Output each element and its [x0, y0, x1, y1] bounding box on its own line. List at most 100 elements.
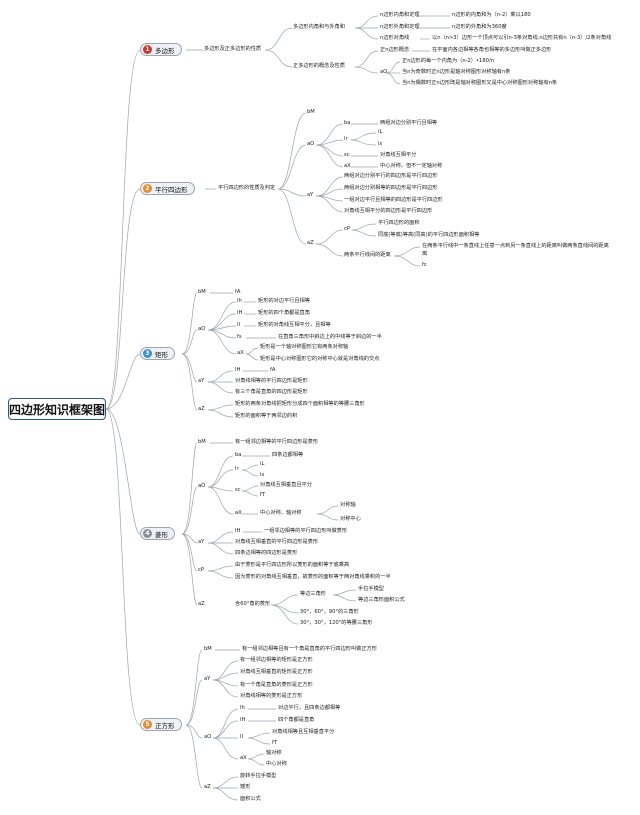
node: 矩形的两条对角线把矩形分成四个面积相等的等腰三角形 — [235, 401, 365, 407]
node: bM — [198, 439, 206, 445]
node: 轴对称 — [266, 750, 282, 756]
node: n边形内角和定理 — [380, 12, 420, 18]
node: ba — [344, 120, 351, 126]
node: 中心对称，但不一定轴对称 — [380, 163, 443, 169]
node: sc — [344, 152, 350, 158]
node: 中心对称 — [266, 761, 287, 767]
node: 两组对边分别平行的四边形是平行四边形 — [344, 173, 438, 179]
node: bM — [204, 646, 212, 652]
node: 正多边形的概念及性质 — [293, 63, 345, 69]
node: aO — [198, 483, 206, 489]
node: lI — [237, 322, 240, 328]
node: aO — [204, 734, 212, 740]
node: lH — [237, 310, 243, 316]
node: aO — [307, 141, 315, 147]
node: 矩形的对角线互相平分，且相等 — [258, 322, 331, 328]
node: 正n边形的每一个内角为（n-2）•180/n — [402, 58, 494, 64]
node: 对边平行，且四条边都相等 — [278, 705, 341, 711]
node: ba — [235, 452, 242, 458]
node: 两组对边分别相等的四边形是平行四边形 — [344, 185, 438, 191]
node: 有一组邻边相等的平行四边形是菱形 — [235, 439, 319, 445]
node: aO — [198, 326, 206, 332]
node: 矩形的面积等于两邻边的积 — [235, 413, 298, 419]
node: lH — [235, 528, 241, 534]
node: fT — [272, 740, 277, 746]
node: 矩形的对边平行且相等 — [258, 298, 310, 304]
node: 矩形是一个轴对称图形它有两条对称轴 — [260, 344, 349, 350]
node: 四条边相等的四边形是菱形 — [235, 550, 298, 556]
node: 对称中心 — [340, 516, 361, 522]
node: fs — [237, 334, 242, 340]
root-title: 四边形知识框架图 — [9, 402, 106, 417]
node: 因为菱形的对角线互相垂直，故菱形的面积等于两对角线乘积的一半 — [235, 574, 391, 580]
node: 对角线相等的菱形是正方形 — [240, 693, 303, 699]
node: 中心对称，轴对称 — [260, 510, 302, 516]
node: 多边形内角和与外角和 — [293, 24, 345, 30]
node: 一组邻边相等的平行四边形叫做菱形 — [264, 528, 348, 534]
node: 对角线互相垂直的平行四边形是菱形 — [235, 539, 319, 545]
root-node[interactable]: 四边形知识框架图 — [8, 398, 106, 420]
topic-label: 矩形 — [155, 350, 168, 359]
node: aX — [237, 350, 244, 356]
node: iL — [260, 461, 265, 467]
node: lr — [235, 466, 239, 472]
node: 对角线互相垂直的矩形是正方形 — [240, 669, 313, 675]
node: 四个角都是直角 — [278, 717, 315, 723]
node: 对角线相等且互相垂直平分 — [272, 729, 335, 735]
node: aY — [204, 676, 211, 682]
node: 旋转手拉手模型 — [240, 773, 277, 779]
node: 面积公式 — [240, 796, 261, 802]
node: aX — [240, 755, 247, 761]
node: lh — [240, 705, 245, 711]
node: 多边形及正多边形的性质 — [204, 46, 262, 52]
badge-5: 5 — [143, 720, 152, 729]
node: aX — [235, 510, 242, 516]
node: 由于菱形是平行四边形所以菱形的面积等于底乘高 — [235, 562, 350, 568]
node: 30°，30°，120°的等腰三角形 — [300, 620, 373, 626]
node: 当n为奇数时正n边形是轴对称图形对称轴有n条 — [402, 69, 511, 75]
node: lh — [237, 298, 242, 304]
topic-label: 平行四边形 — [155, 185, 188, 194]
topic-label: 正方形 — [155, 721, 175, 730]
node: 当n为偶数时正n边形既是轴对称图形又是中心对称图形对称轴有n条 — [402, 80, 558, 86]
node: 在两条平行线中一条直线上任意一点到另一条直线上的距离叫做两条直线间的距离 — [422, 243, 609, 249]
node: aZ — [198, 406, 205, 412]
node: lI — [240, 734, 243, 740]
node: 对称轴 — [340, 502, 356, 508]
node: lH — [235, 367, 241, 373]
node: 两条平行线间的距离 — [344, 252, 391, 258]
node: lH — [240, 717, 246, 723]
node: 一组对边平行且相等的四边形是平行四边形 — [344, 197, 443, 203]
node: fA — [270, 367, 276, 373]
node: 平行四边形的面积 — [378, 220, 420, 226]
node: aY — [307, 192, 314, 198]
node: 四条边都相等 — [272, 452, 304, 458]
node: fc — [422, 262, 427, 268]
node: 正n边形概念 — [380, 47, 410, 53]
node: n边形对角线 — [380, 35, 410, 41]
node: 对角线相等的平行四边形是矩形 — [235, 378, 308, 384]
node: n边形外角和定理 — [380, 24, 420, 30]
node: 同底(等底)等高(同高)的平行四边形面积相等 — [378, 232, 480, 238]
node: 等边三角形面积公式 — [358, 597, 405, 603]
node: lr — [344, 136, 348, 142]
badge-4: 4 — [143, 529, 152, 538]
badge-1: 1 — [143, 45, 152, 54]
node: 矩形是中心对称图形它的对称中心就是对角线的交点 — [260, 356, 380, 362]
node: fA — [235, 289, 241, 295]
node: 以n（n>3）边形一个顶点可以引n-3条对角线,n边形共有n（n-3）/2条对角… — [432, 35, 612, 41]
node: 对角线互相平分的四边形是平行四边形 — [344, 208, 433, 214]
node: sc — [235, 487, 241, 493]
node: is — [260, 472, 265, 478]
node: 在平面内各边相等各角也相等的多边形叫做正多边形 — [432, 47, 552, 53]
node: aO — [380, 69, 388, 75]
node: n边形的外角和为360度 — [452, 24, 507, 30]
node: cP — [344, 226, 350, 232]
node: aZ — [307, 240, 314, 246]
